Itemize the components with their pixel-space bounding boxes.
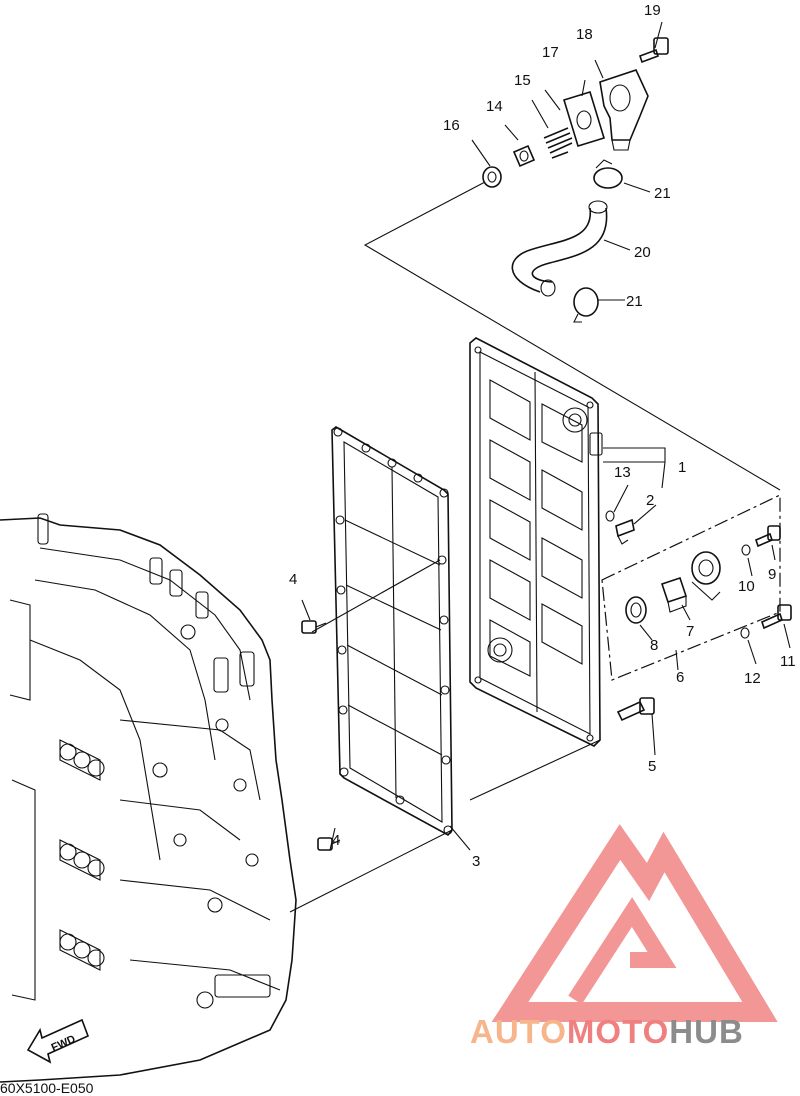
drawing-code: 60X5100-E050 bbox=[0, 1080, 94, 1096]
spring-part-15 bbox=[543, 127, 573, 159]
fitting-part-2 bbox=[615, 518, 635, 545]
callout-5: 5 bbox=[648, 758, 656, 775]
engine-block bbox=[0, 513, 297, 1083]
callout-17: 17 bbox=[542, 44, 559, 61]
cover-plate-part-1 bbox=[469, 337, 603, 747]
callout-19: 19 bbox=[644, 2, 661, 19]
thermostat-group-part-6 bbox=[601, 494, 792, 681]
callout-21-lower: 21 bbox=[626, 293, 643, 310]
callout-15: 15 bbox=[514, 72, 531, 89]
fwd-direction-arrow: FWD bbox=[26, 1018, 90, 1064]
watermark-text-hub: HUB bbox=[669, 1013, 744, 1050]
callout-labels: 1 2 3 4 4 5 6 7 8 9 10 11 12 13 14 15 16… bbox=[289, 2, 796, 870]
gasket-part-17 bbox=[563, 90, 605, 148]
clamp-part-21-lower bbox=[573, 287, 599, 323]
callout-6: 6 bbox=[676, 669, 684, 686]
hose-part-20 bbox=[511, 200, 608, 297]
leader-lines bbox=[289, 21, 791, 913]
callout-12: 12 bbox=[744, 670, 761, 687]
collar-part-16 bbox=[482, 166, 502, 188]
bolt-part-5 bbox=[616, 697, 655, 722]
callout-7: 7 bbox=[686, 623, 694, 640]
bolt-part-4-lower bbox=[317, 837, 341, 851]
watermark-brand-text: AUTOMOTOHUB bbox=[470, 1013, 744, 1050]
bolt-part-4-upper bbox=[301, 620, 327, 634]
bolt-part-19 bbox=[638, 37, 669, 64]
nut-part-14 bbox=[512, 144, 536, 168]
fwd-label: FWD bbox=[50, 1033, 78, 1054]
callout-20: 20 bbox=[634, 244, 651, 261]
elbow-part-18 bbox=[599, 69, 649, 151]
svg-text:AUTOMOTOHUB: AUTOMOTOHUB bbox=[470, 1013, 744, 1050]
callout-4-upper: 4 bbox=[289, 571, 297, 588]
watermark-text-moto: MOTO bbox=[567, 1013, 669, 1050]
callout-4-lower: 4 bbox=[332, 832, 340, 849]
callout-10: 10 bbox=[738, 578, 755, 595]
clamp-part-21-upper bbox=[593, 159, 623, 189]
callout-21-upper: 21 bbox=[654, 185, 671, 202]
watermark-logo bbox=[491, 824, 778, 1022]
callout-9: 9 bbox=[768, 566, 776, 583]
callout-14: 14 bbox=[486, 98, 503, 115]
callout-18: 18 bbox=[576, 26, 593, 43]
oring-part-13 bbox=[605, 510, 615, 522]
gasket-part-3 bbox=[331, 426, 453, 837]
callout-16: 16 bbox=[443, 117, 460, 134]
callout-11: 11 bbox=[780, 653, 796, 670]
callout-2: 2 bbox=[646, 492, 654, 509]
watermark-text-auto: AUTO bbox=[470, 1013, 567, 1050]
callout-13: 13 bbox=[614, 464, 631, 481]
callout-3: 3 bbox=[472, 853, 480, 870]
callout-1: 1 bbox=[678, 459, 686, 476]
callout-8: 8 bbox=[650, 637, 658, 654]
